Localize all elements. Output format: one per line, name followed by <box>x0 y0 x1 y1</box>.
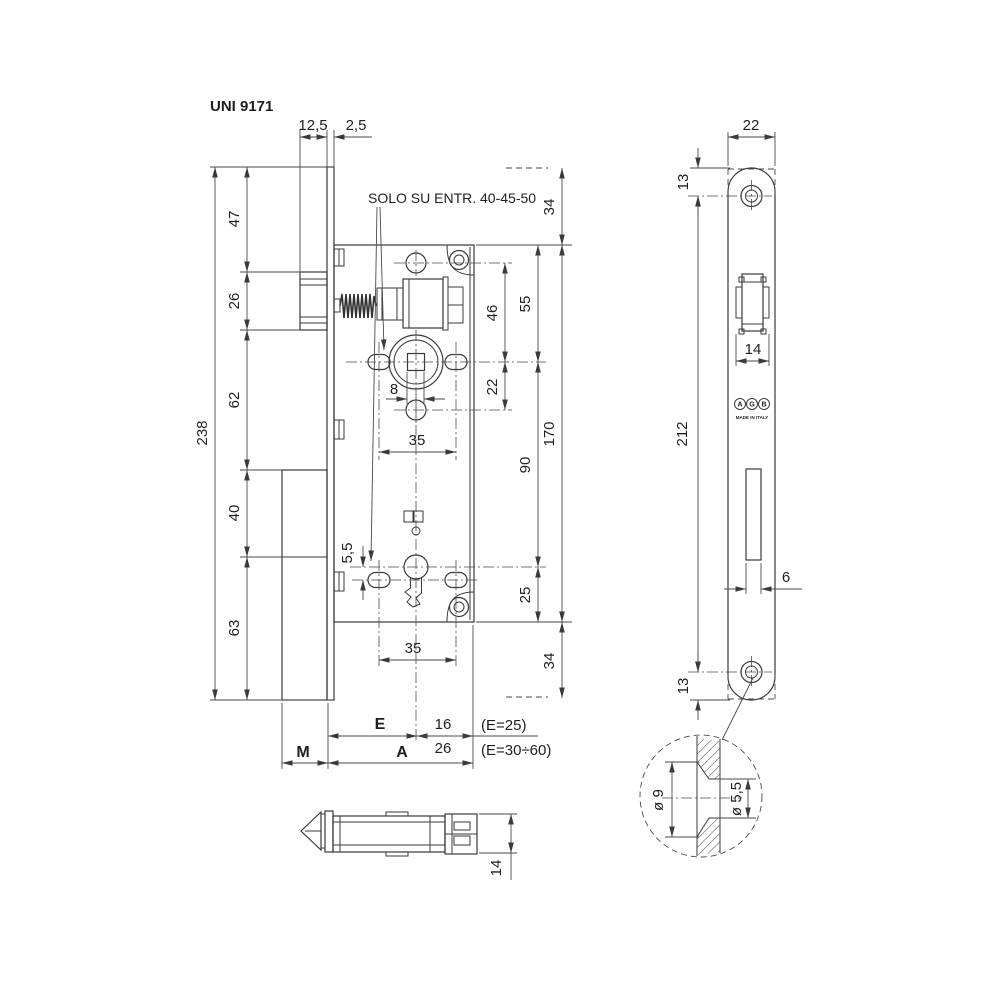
standard-title: UNI 9171 <box>210 98 273 115</box>
dim-90: 90 <box>517 457 534 474</box>
dim-seg-63: 63 <box>226 620 243 637</box>
agb-logo: A G B MADE IN ITALY <box>734 398 770 420</box>
top-screw-hole <box>394 250 512 276</box>
dim-latch-height-14: 14 <box>488 860 505 877</box>
dim-outer-dia-9: ø 9 <box>650 789 667 811</box>
dim-square-8: 8 <box>390 381 398 398</box>
logo-letter-b: B <box>761 402 766 409</box>
dim-seg-47: 47 <box>226 211 243 228</box>
dim-screw-offset-top-13: 13 <box>675 174 692 191</box>
made-in-italy: MADE IN ITALY <box>736 415 769 420</box>
logo-letter-g: G <box>749 402 755 409</box>
dim-seg-62: 62 <box>226 392 243 409</box>
rear-box <box>281 469 328 701</box>
dim-span-bottom-35: 35 <box>405 640 422 657</box>
dim-rear-16: 16 <box>435 716 452 733</box>
dim-span-top-35: 35 <box>409 432 426 449</box>
dim-seg-26: 26 <box>226 293 243 310</box>
top-screw <box>688 180 772 212</box>
stop-work-parts <box>403 510 424 536</box>
dim-55: 55 <box>517 296 534 313</box>
dim-170: 170 <box>541 421 558 446</box>
dim-plate-width-22: 22 <box>743 117 760 134</box>
dim-margin-top-34: 34 <box>541 199 558 216</box>
latch-spring-mechanism <box>333 276 464 331</box>
logo-letter-a: A <box>737 402 742 409</box>
latch-bolt-head <box>299 271 328 331</box>
lower-screw-hole <box>394 397 512 423</box>
note-e3060: (E=30÷60) <box>481 742 551 759</box>
faceplate-front-view: A G B MADE IN ITALY 22 13 212 13 14 6 <box>674 117 802 741</box>
detail-boundary <box>639 734 763 858</box>
dim-key-offset-55: 5,5 <box>339 543 356 564</box>
dim-25: 25 <box>517 587 534 604</box>
faceplate-edge <box>326 166 335 701</box>
lower-oval-holes <box>352 560 478 668</box>
dim-M-label: M <box>296 744 309 761</box>
latch-front <box>735 273 770 335</box>
dim-inner-dia-55: ø 5,5 <box>728 782 745 816</box>
dim-46: 46 <box>484 305 501 322</box>
dim-total-height: 238 <box>194 420 211 445</box>
latch-flange <box>324 810 334 853</box>
dim-slot-width-6: 6 <box>782 569 790 586</box>
faceplate-outline <box>727 167 776 701</box>
keyhole <box>350 554 546 608</box>
follower-hub <box>346 334 546 390</box>
main-view-dimensions: 12,5 2,5 238 47 26 62 40 63 SOLO SU ENTR… <box>194 117 572 769</box>
fixing-tabs <box>333 248 345 592</box>
dim-screw-distance-212: 212 <box>674 421 691 446</box>
dim-latch-width-14: 14 <box>745 341 762 358</box>
latch-body <box>332 815 446 853</box>
note-e25: (E=25) <box>481 717 526 734</box>
dim-A-label: A <box>396 744 408 761</box>
upper-oval-holes <box>367 342 468 460</box>
countersink-detail: ø 9 ø 5,5 <box>639 734 763 858</box>
deadbolt-slot <box>745 468 762 561</box>
dim-plate-thickness: 2,5 <box>346 117 367 134</box>
latch-side-view: 14 <box>300 810 517 880</box>
dim-plate-offset: 12,5 <box>298 117 327 134</box>
bottom-screw <box>688 656 772 688</box>
dim-margin-bottom-34: 34 <box>541 653 558 670</box>
dim-backset-E: E <box>375 716 386 733</box>
dim-screw-offset-bottom-13: 13 <box>675 678 692 695</box>
dim-seg-40: 40 <box>226 505 243 522</box>
dim-22: 22 <box>484 379 501 396</box>
note-solo-su-entr: SOLO SU ENTR. 40-45-50 <box>368 190 536 206</box>
dim-rear-26: 26 <box>435 740 452 757</box>
